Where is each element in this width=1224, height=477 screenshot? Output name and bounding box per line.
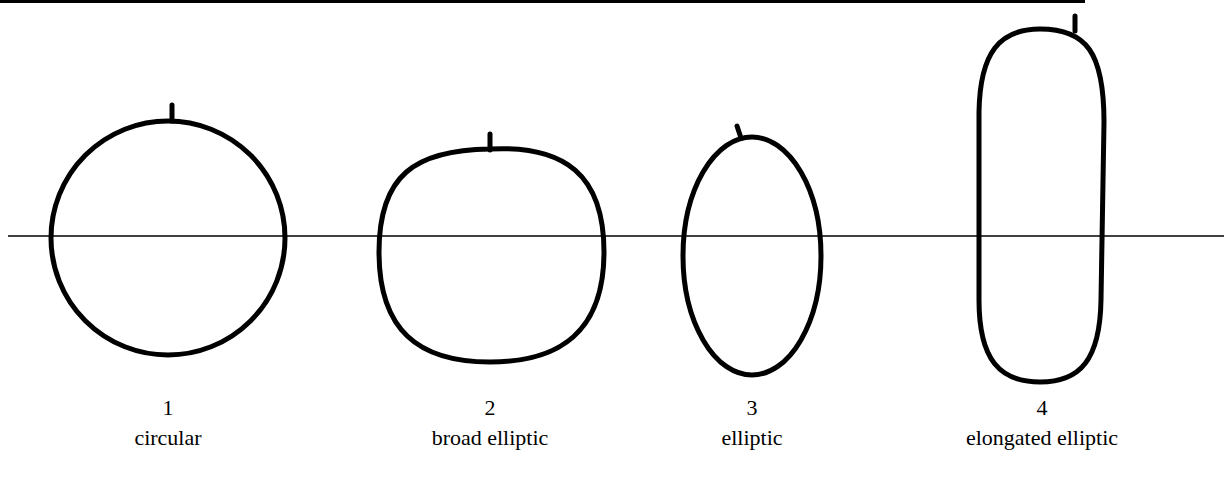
shape-name: broad elliptic [350, 425, 630, 451]
fruit-stem [488, 134, 493, 150]
shape-name: elongated elliptic [902, 425, 1182, 451]
callout-number: 2 [350, 395, 630, 421]
fruit-stem [737, 126, 741, 138]
shape-name: elliptic [612, 425, 892, 451]
elliptic-outline [683, 137, 821, 375]
callout-number: 1 [28, 395, 308, 421]
fruit-stem [170, 105, 175, 121]
fruit-stem [1073, 16, 1078, 31]
callout-number: 4 [902, 395, 1182, 421]
circular-outline [51, 121, 285, 355]
shape-name: circular [28, 425, 308, 451]
callout-number: 3 [612, 395, 892, 421]
elongated-elliptic-outline [979, 29, 1104, 382]
reference-line [8, 235, 1224, 237]
broad-elliptic-outline [379, 149, 604, 362]
top-rule [0, 0, 1085, 3]
